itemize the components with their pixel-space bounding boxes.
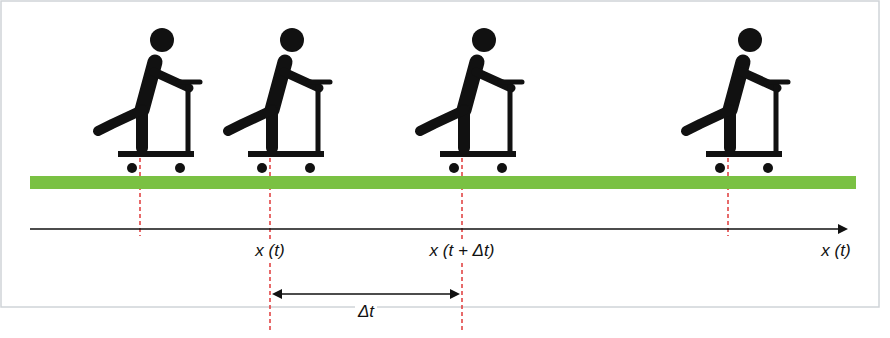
- scooter-rider: [228, 28, 330, 173]
- position-label: x (t): [252, 241, 287, 261]
- scooter-rider: [686, 28, 788, 173]
- position-label: x (t + Δt): [427, 241, 498, 261]
- interval-label: Δt: [355, 302, 377, 322]
- x-axis: [30, 228, 846, 230]
- ground-strip: [30, 176, 856, 189]
- scooter-rider: [98, 28, 200, 173]
- frame: [1, 1, 879, 307]
- interval-arrow: [274, 293, 458, 295]
- position-label: x (t): [818, 241, 853, 261]
- scooter-rider: [420, 28, 522, 173]
